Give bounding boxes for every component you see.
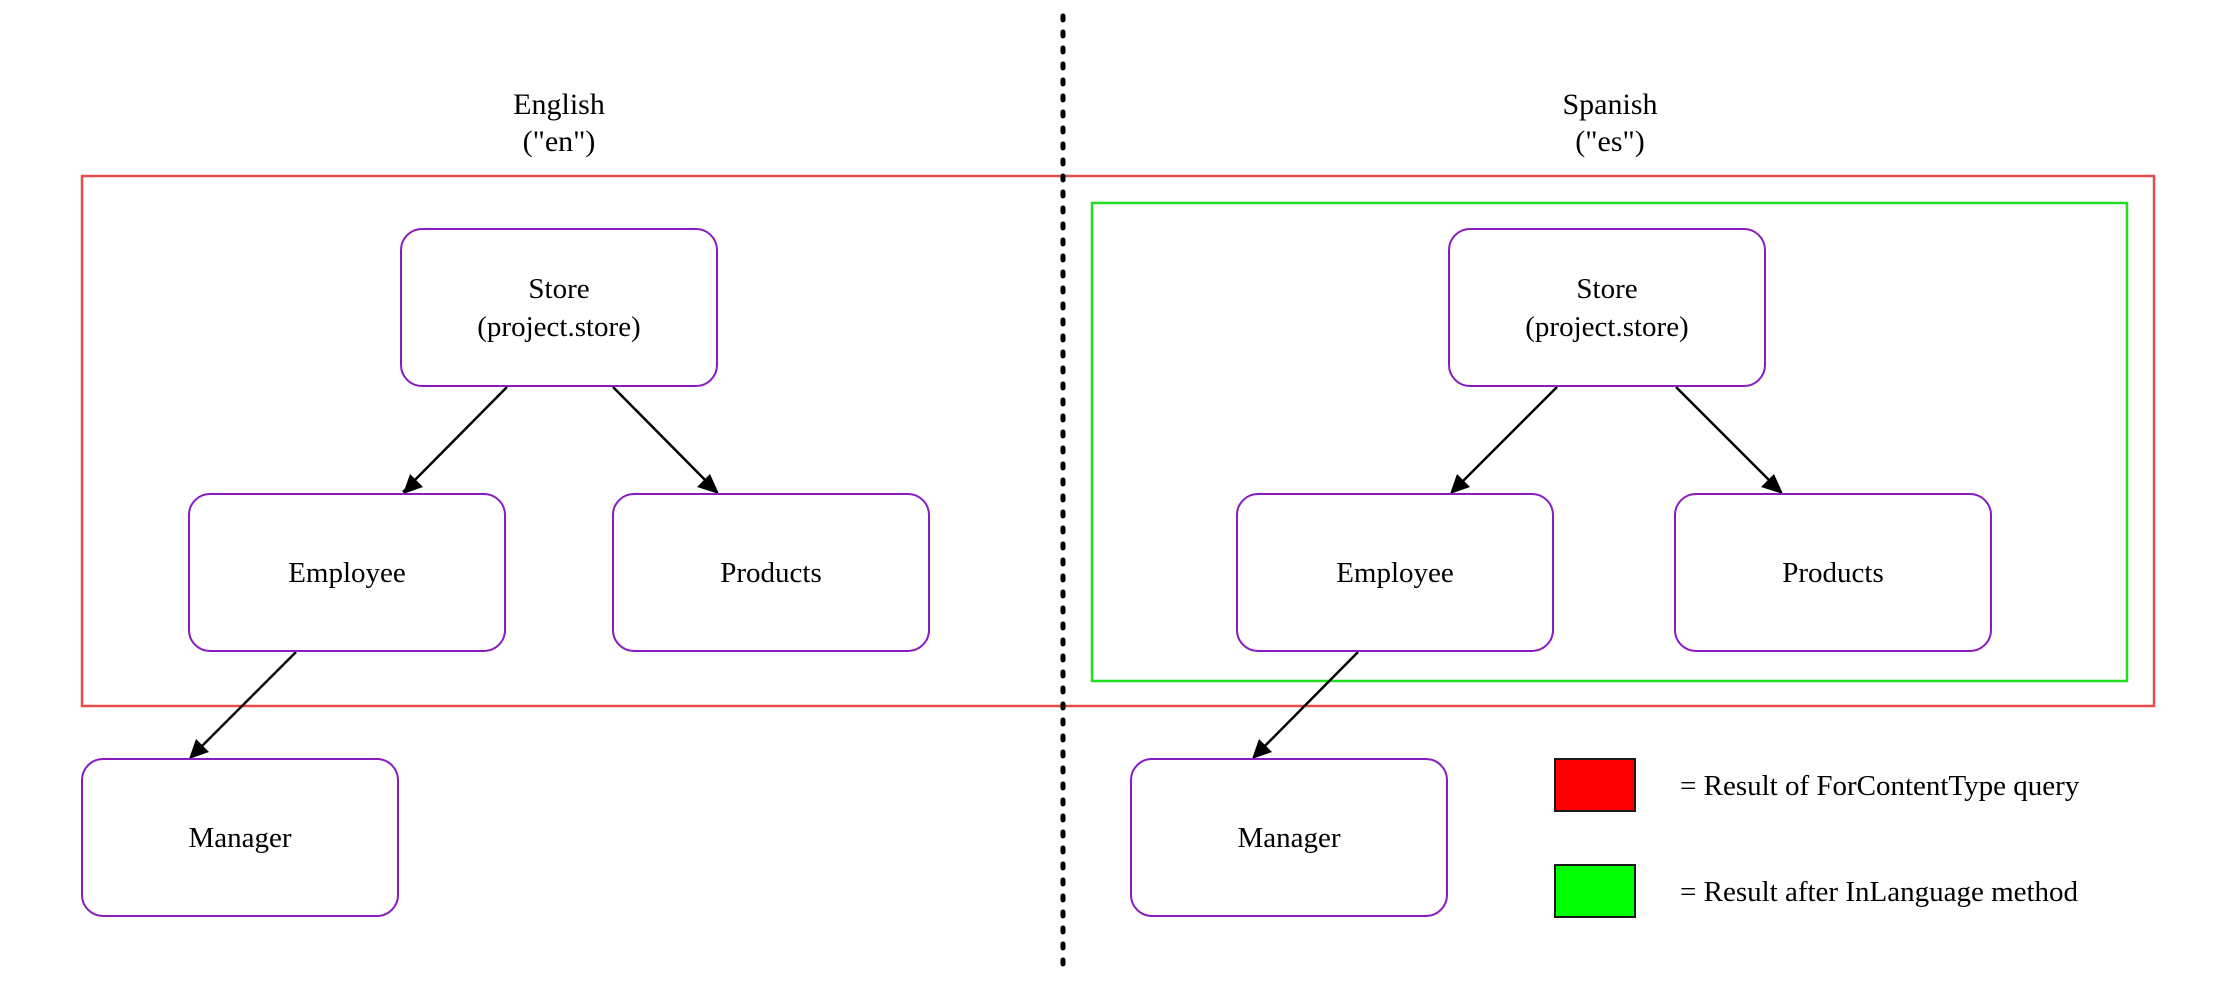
arrow-es-store-to-employee bbox=[1451, 386, 1558, 493]
node-label: Employee bbox=[288, 556, 406, 589]
arrowhead-es-employee-to-manager bbox=[1252, 739, 1272, 759]
legend-green-swatch bbox=[1554, 864, 1636, 918]
english-code-text: ("en") bbox=[522, 125, 596, 158]
legend-language-label: = Result after InLanguage method bbox=[1680, 876, 2079, 908]
arrowhead-en-store-to-employee bbox=[403, 474, 423, 494]
node-label: Employee bbox=[1336, 556, 1454, 589]
english-column-title: English ("en") bbox=[379, 86, 739, 160]
arrow-es-store-to-products bbox=[1675, 386, 1782, 493]
spanish-column-title: Spanish ("es") bbox=[1430, 86, 1790, 160]
english-title-text: English bbox=[513, 88, 605, 121]
spanish-title-text: Spanish bbox=[1562, 88, 1658, 121]
language-result-box bbox=[1090, 201, 2129, 683]
arrow-es-employee-to-manager bbox=[1253, 651, 1359, 758]
en-products-node: Products bbox=[612, 493, 930, 652]
es-store-node: Store (project.store) bbox=[1448, 228, 1766, 387]
arrowhead-en-store-to-products bbox=[697, 474, 719, 494]
spanish-code-text: ("es") bbox=[1575, 125, 1645, 158]
es-products-node: Products bbox=[1674, 493, 1992, 652]
en-store-node: Store (project.store) bbox=[400, 228, 718, 387]
node-label: Store bbox=[1576, 272, 1638, 305]
node-sublabel: (project.store) bbox=[1525, 310, 1689, 343]
node-sublabel: (project.store) bbox=[477, 310, 641, 343]
node-label: Manager bbox=[1237, 821, 1341, 854]
arrowhead-es-store-to-employee bbox=[1450, 474, 1470, 494]
arrowhead-en-employee-to-manager bbox=[189, 739, 209, 759]
node-label: Manager bbox=[188, 821, 292, 854]
en-manager-node: Manager bbox=[81, 758, 399, 917]
node-label: Products bbox=[720, 556, 822, 589]
node-label: Products bbox=[1782, 556, 1884, 589]
query-result-box bbox=[80, 174, 2156, 708]
arrow-en-employee-to-manager bbox=[190, 651, 297, 758]
arrow-en-store-to-employee bbox=[402, 386, 508, 493]
legend-red-swatch bbox=[1554, 758, 1636, 812]
en-employee-node: Employee bbox=[188, 493, 506, 652]
es-employee-node: Employee bbox=[1236, 493, 1554, 652]
arrowhead-es-store-to-products bbox=[1761, 474, 1783, 494]
legend-query-label: = Result of ForContentType query bbox=[1680, 770, 2080, 802]
node-label: Store bbox=[528, 272, 590, 305]
es-manager-node: Manager bbox=[1130, 758, 1448, 917]
arrow-en-store-to-products bbox=[612, 386, 718, 493]
